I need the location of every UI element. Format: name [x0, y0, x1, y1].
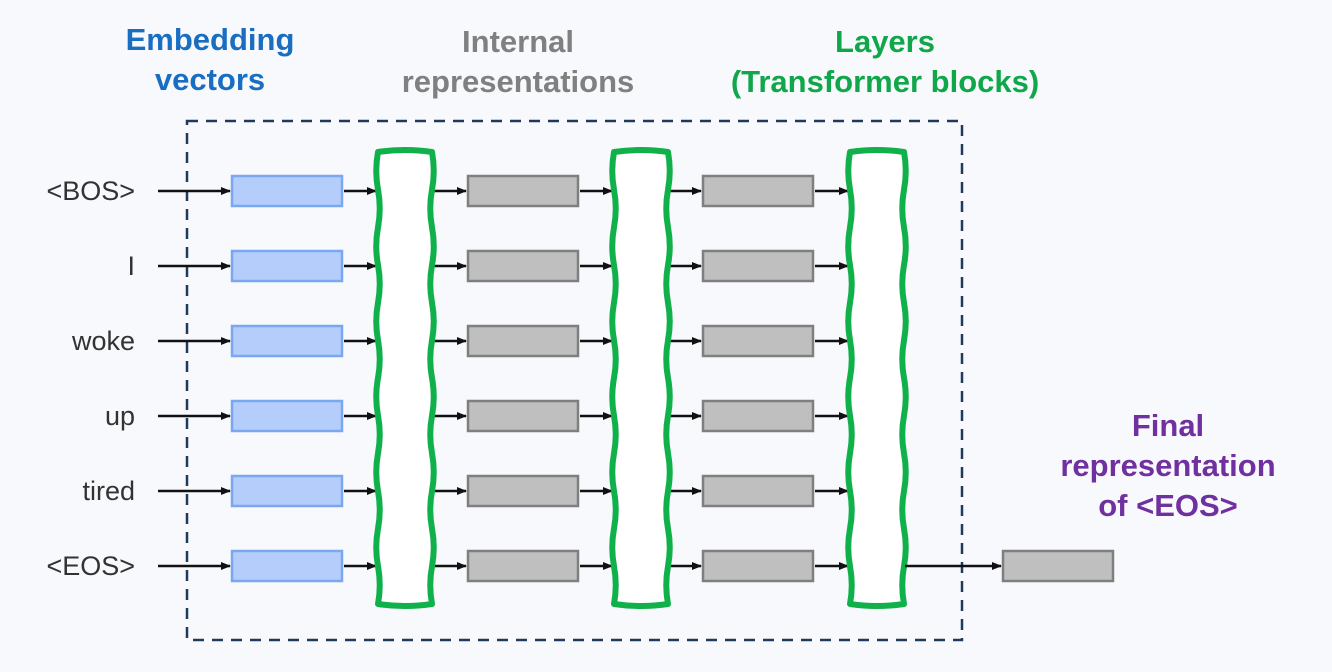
- internal-box: [701, 549, 815, 583]
- final-heading-line1: Final: [1131, 408, 1205, 443]
- final-heading: Final representation of <EOS>: [1028, 406, 1308, 526]
- internal-box: [466, 399, 580, 433]
- layers-heading-line1: Layers: [835, 24, 935, 59]
- transformer-layer-3: [845, 147, 909, 609]
- final-representation-box: [1001, 549, 1115, 583]
- embedding-box: [230, 249, 344, 283]
- token-label: I: [127, 251, 135, 281]
- embedding-box: [230, 549, 344, 583]
- final-heading-line2: representation: [1060, 448, 1276, 483]
- internal-box: [466, 474, 580, 508]
- layers-heading-line2: (Transformer blocks): [730, 64, 1040, 99]
- internal-box: [701, 324, 815, 358]
- internal-box: [701, 474, 815, 508]
- embedding-heading: Embedding vectors: [95, 20, 325, 100]
- internal-heading: Internal representations: [368, 22, 668, 102]
- layers-heading: Layers (Transformer blocks): [690, 22, 1080, 102]
- token-label: up: [104, 401, 135, 431]
- internal-box: [701, 399, 815, 433]
- embedding-box: [230, 399, 344, 433]
- token-label: woke: [71, 326, 135, 356]
- dashed-frame: [185, 119, 964, 642]
- internal-heading-line2: representations: [401, 64, 635, 99]
- embedding-box: [230, 474, 344, 508]
- internal-box: [466, 324, 580, 358]
- transformer-layer-1: [373, 147, 437, 609]
- internal-box: [466, 249, 580, 283]
- embedding-heading-line2: vectors: [154, 62, 266, 97]
- token-label: <EOS>: [46, 551, 135, 581]
- embedding-box: [230, 324, 344, 358]
- embedding-box: [230, 174, 344, 208]
- internal-box: [701, 249, 815, 283]
- transformer-layer-2: [609, 147, 673, 609]
- internal-heading-line1: Internal: [462, 24, 574, 59]
- internal-box: [701, 174, 815, 208]
- token-label: tired: [82, 476, 135, 506]
- embedding-heading-line1: Embedding: [125, 22, 295, 57]
- final-heading-line3: of <EOS>: [1098, 488, 1238, 523]
- token-label: <BOS>: [46, 176, 135, 206]
- internal-box: [466, 174, 580, 208]
- internal-box: [466, 549, 580, 583]
